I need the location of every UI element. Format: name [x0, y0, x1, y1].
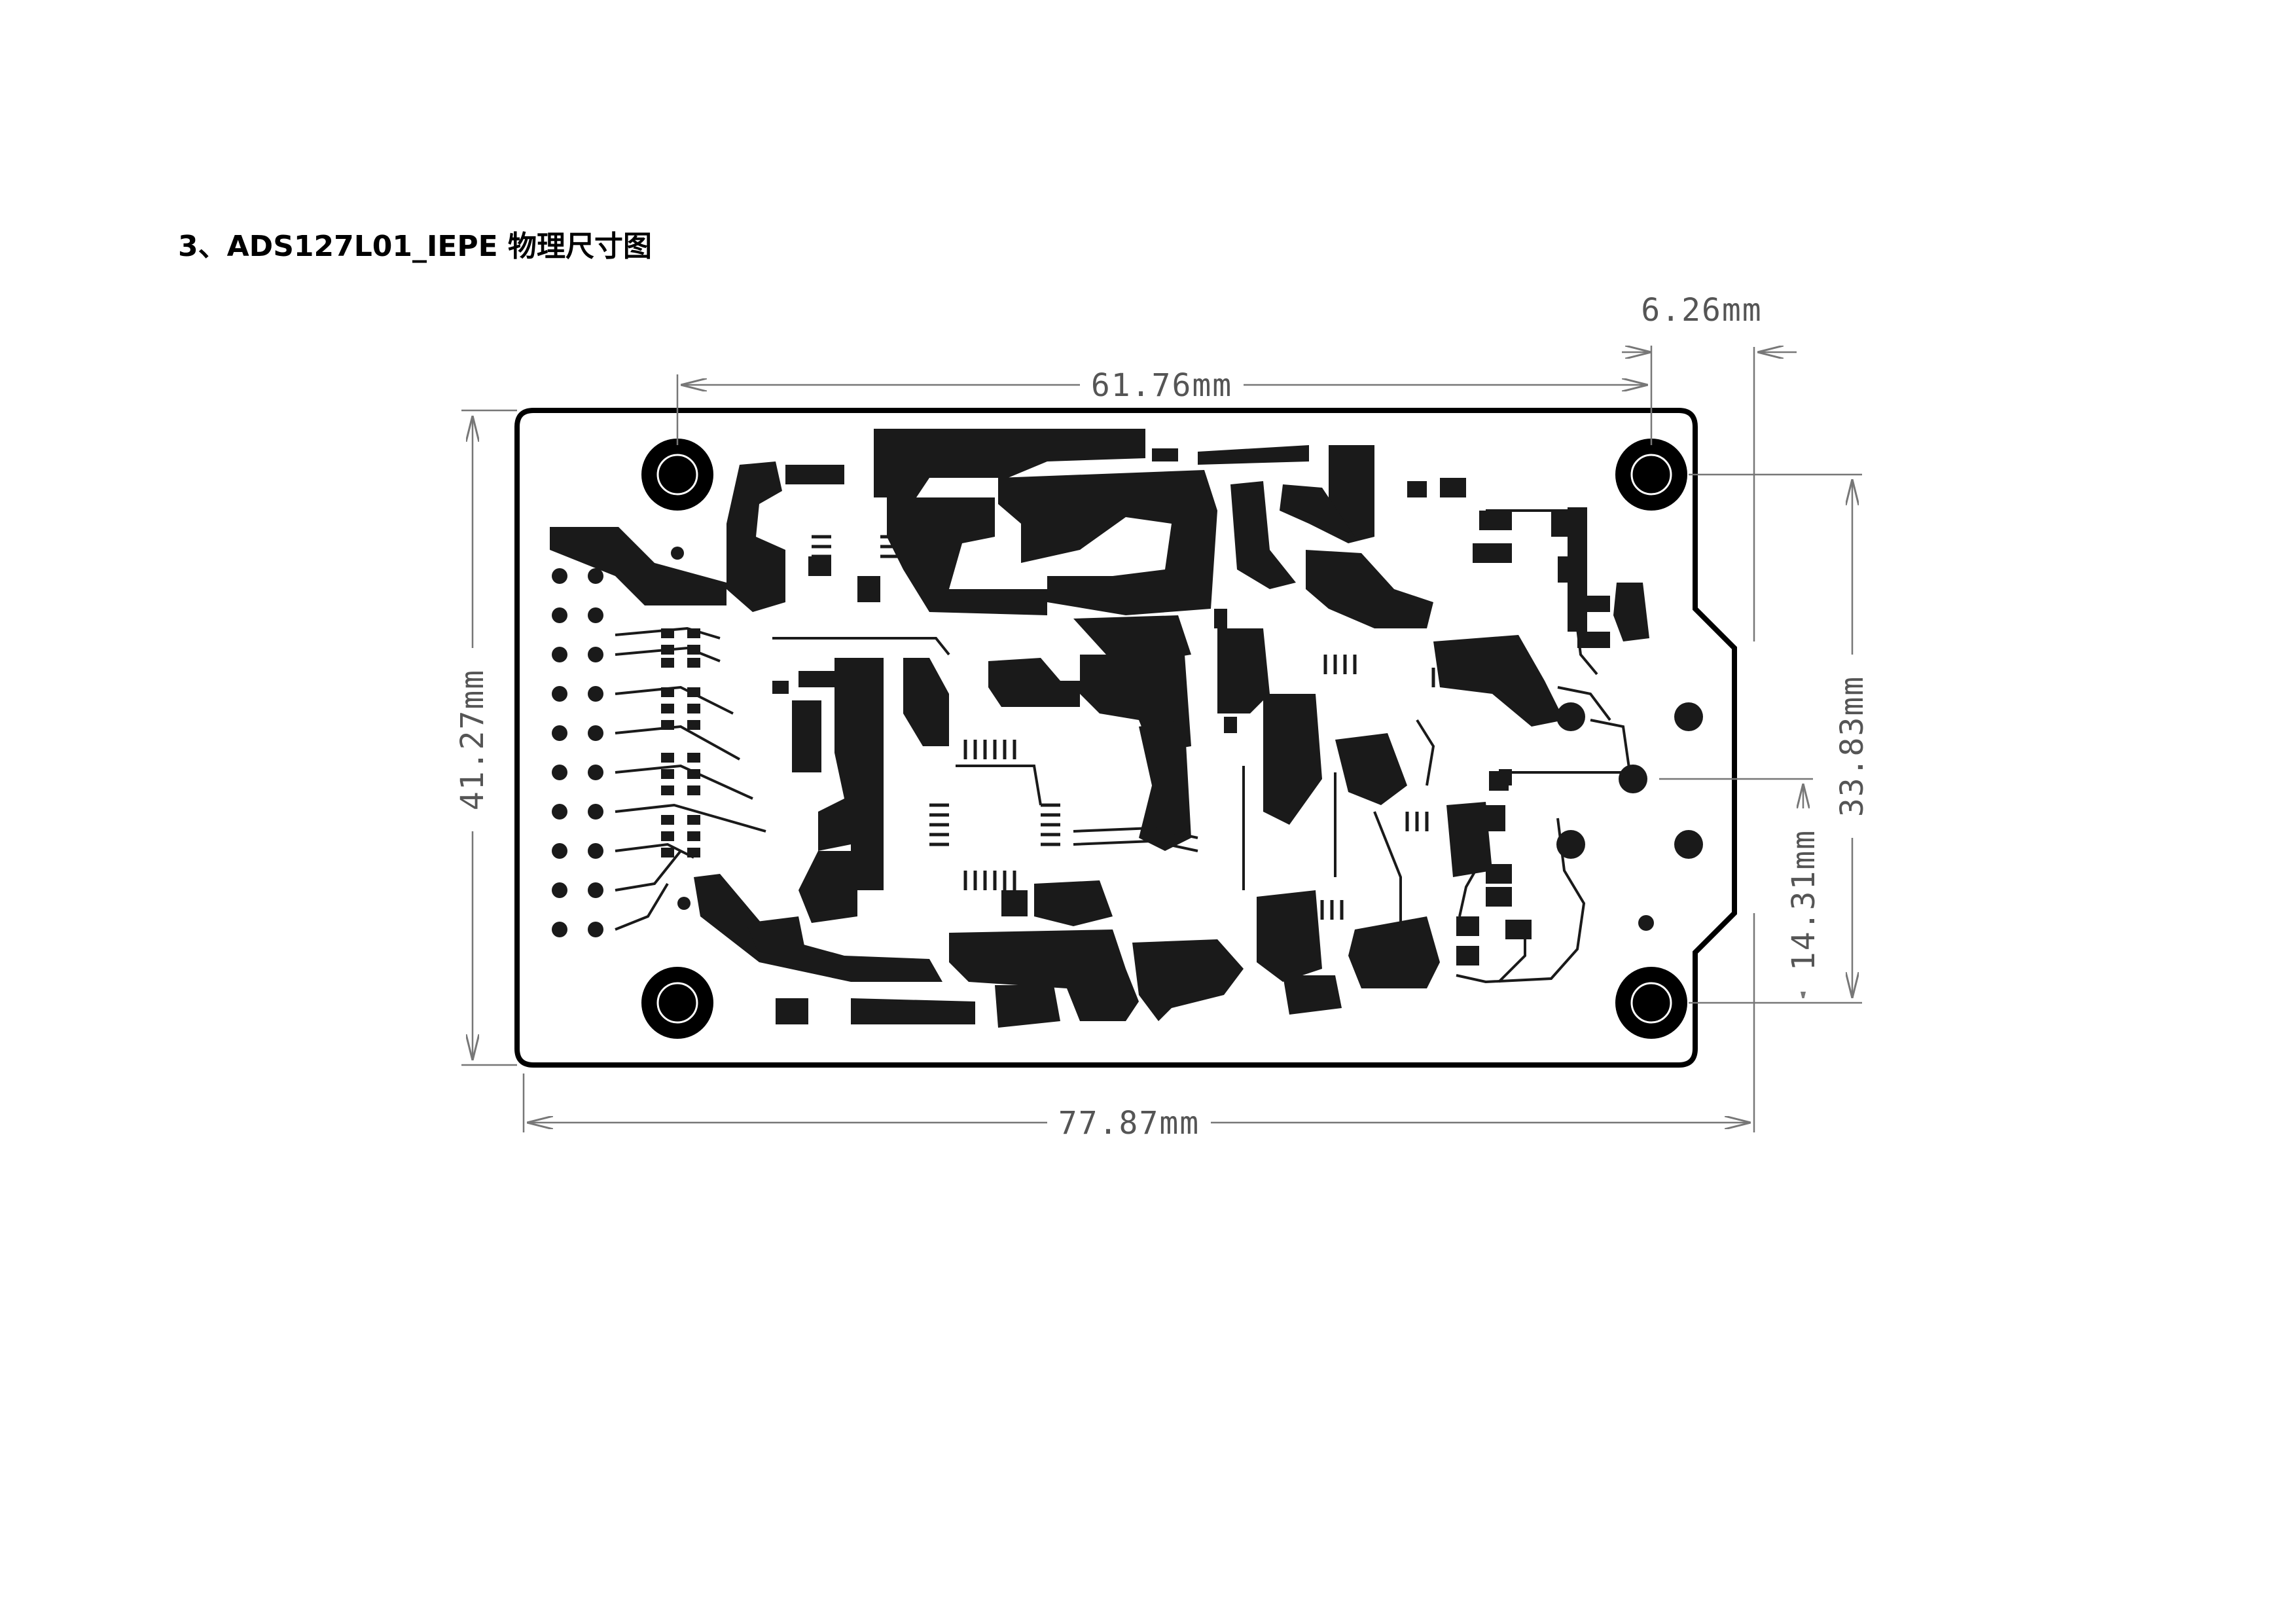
mounting-holes	[641, 439, 1687, 1039]
dim-label-board-height: 41.27mm	[454, 669, 491, 810]
dim-label-tab-width: 6.26mm	[1641, 292, 1762, 329]
header-pins	[552, 547, 691, 937]
dim-label-tab-offset: 14.31mm	[1785, 829, 1822, 971]
dim-label-hole-span-height: 33.83mm	[1834, 676, 1871, 817]
ic-pins	[812, 535, 1465, 920]
resistor-array-pads	[661, 628, 700, 857]
dim-label-hole-span-width: 61.76mm	[1091, 367, 1232, 404]
sma-connector-pads	[1489, 702, 1703, 931]
dim-label-board-width: 77.87mm	[1058, 1105, 1200, 1142]
page-heading: 3、ADS127L01_IEPE 物理尺寸图	[178, 230, 653, 263]
copper-layer	[550, 429, 1649, 1028]
